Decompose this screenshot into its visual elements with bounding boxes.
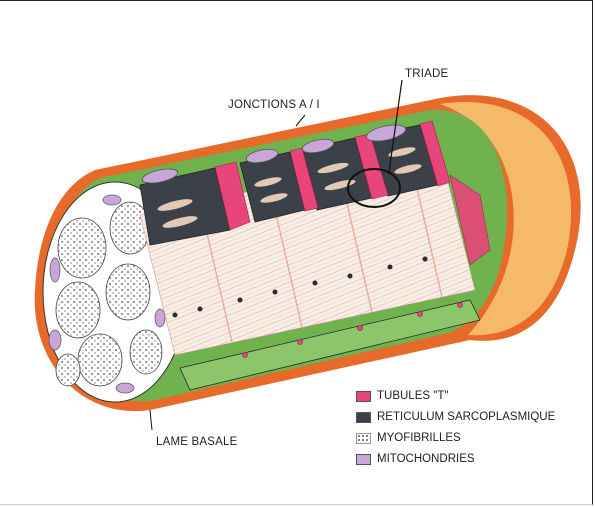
legend-label: RETICULUM SARCOPLASMIQUE xyxy=(377,411,555,423)
legend-swatch xyxy=(356,433,371,444)
legend-label: MYOFIBRILLES xyxy=(377,432,461,444)
legend-item-reticulum: RETICULUM SARCOPLASMIQUE xyxy=(356,411,555,423)
label-lame-basale: LAME BASALE xyxy=(156,436,237,448)
label-triade: TRIADE xyxy=(405,68,448,80)
legend-swatch xyxy=(356,454,371,465)
jonctions-pointer xyxy=(296,115,305,126)
legend-swatch xyxy=(356,391,371,402)
legend-item-t-tubules: TUBULES "T" xyxy=(356,390,448,402)
legend-item-mitochondria: MITOCHONDRIES xyxy=(356,453,475,465)
label-jonctions: JONCTIONS A / I xyxy=(228,99,320,111)
legend-item-myofibrils: MYOFIBRILLES xyxy=(356,432,461,444)
legend-label: MITOCHONDRIES xyxy=(377,453,475,465)
legend-label: TUBULES "T" xyxy=(377,390,448,402)
legend-swatch xyxy=(356,412,371,423)
lame-basale-pointer xyxy=(150,410,152,430)
